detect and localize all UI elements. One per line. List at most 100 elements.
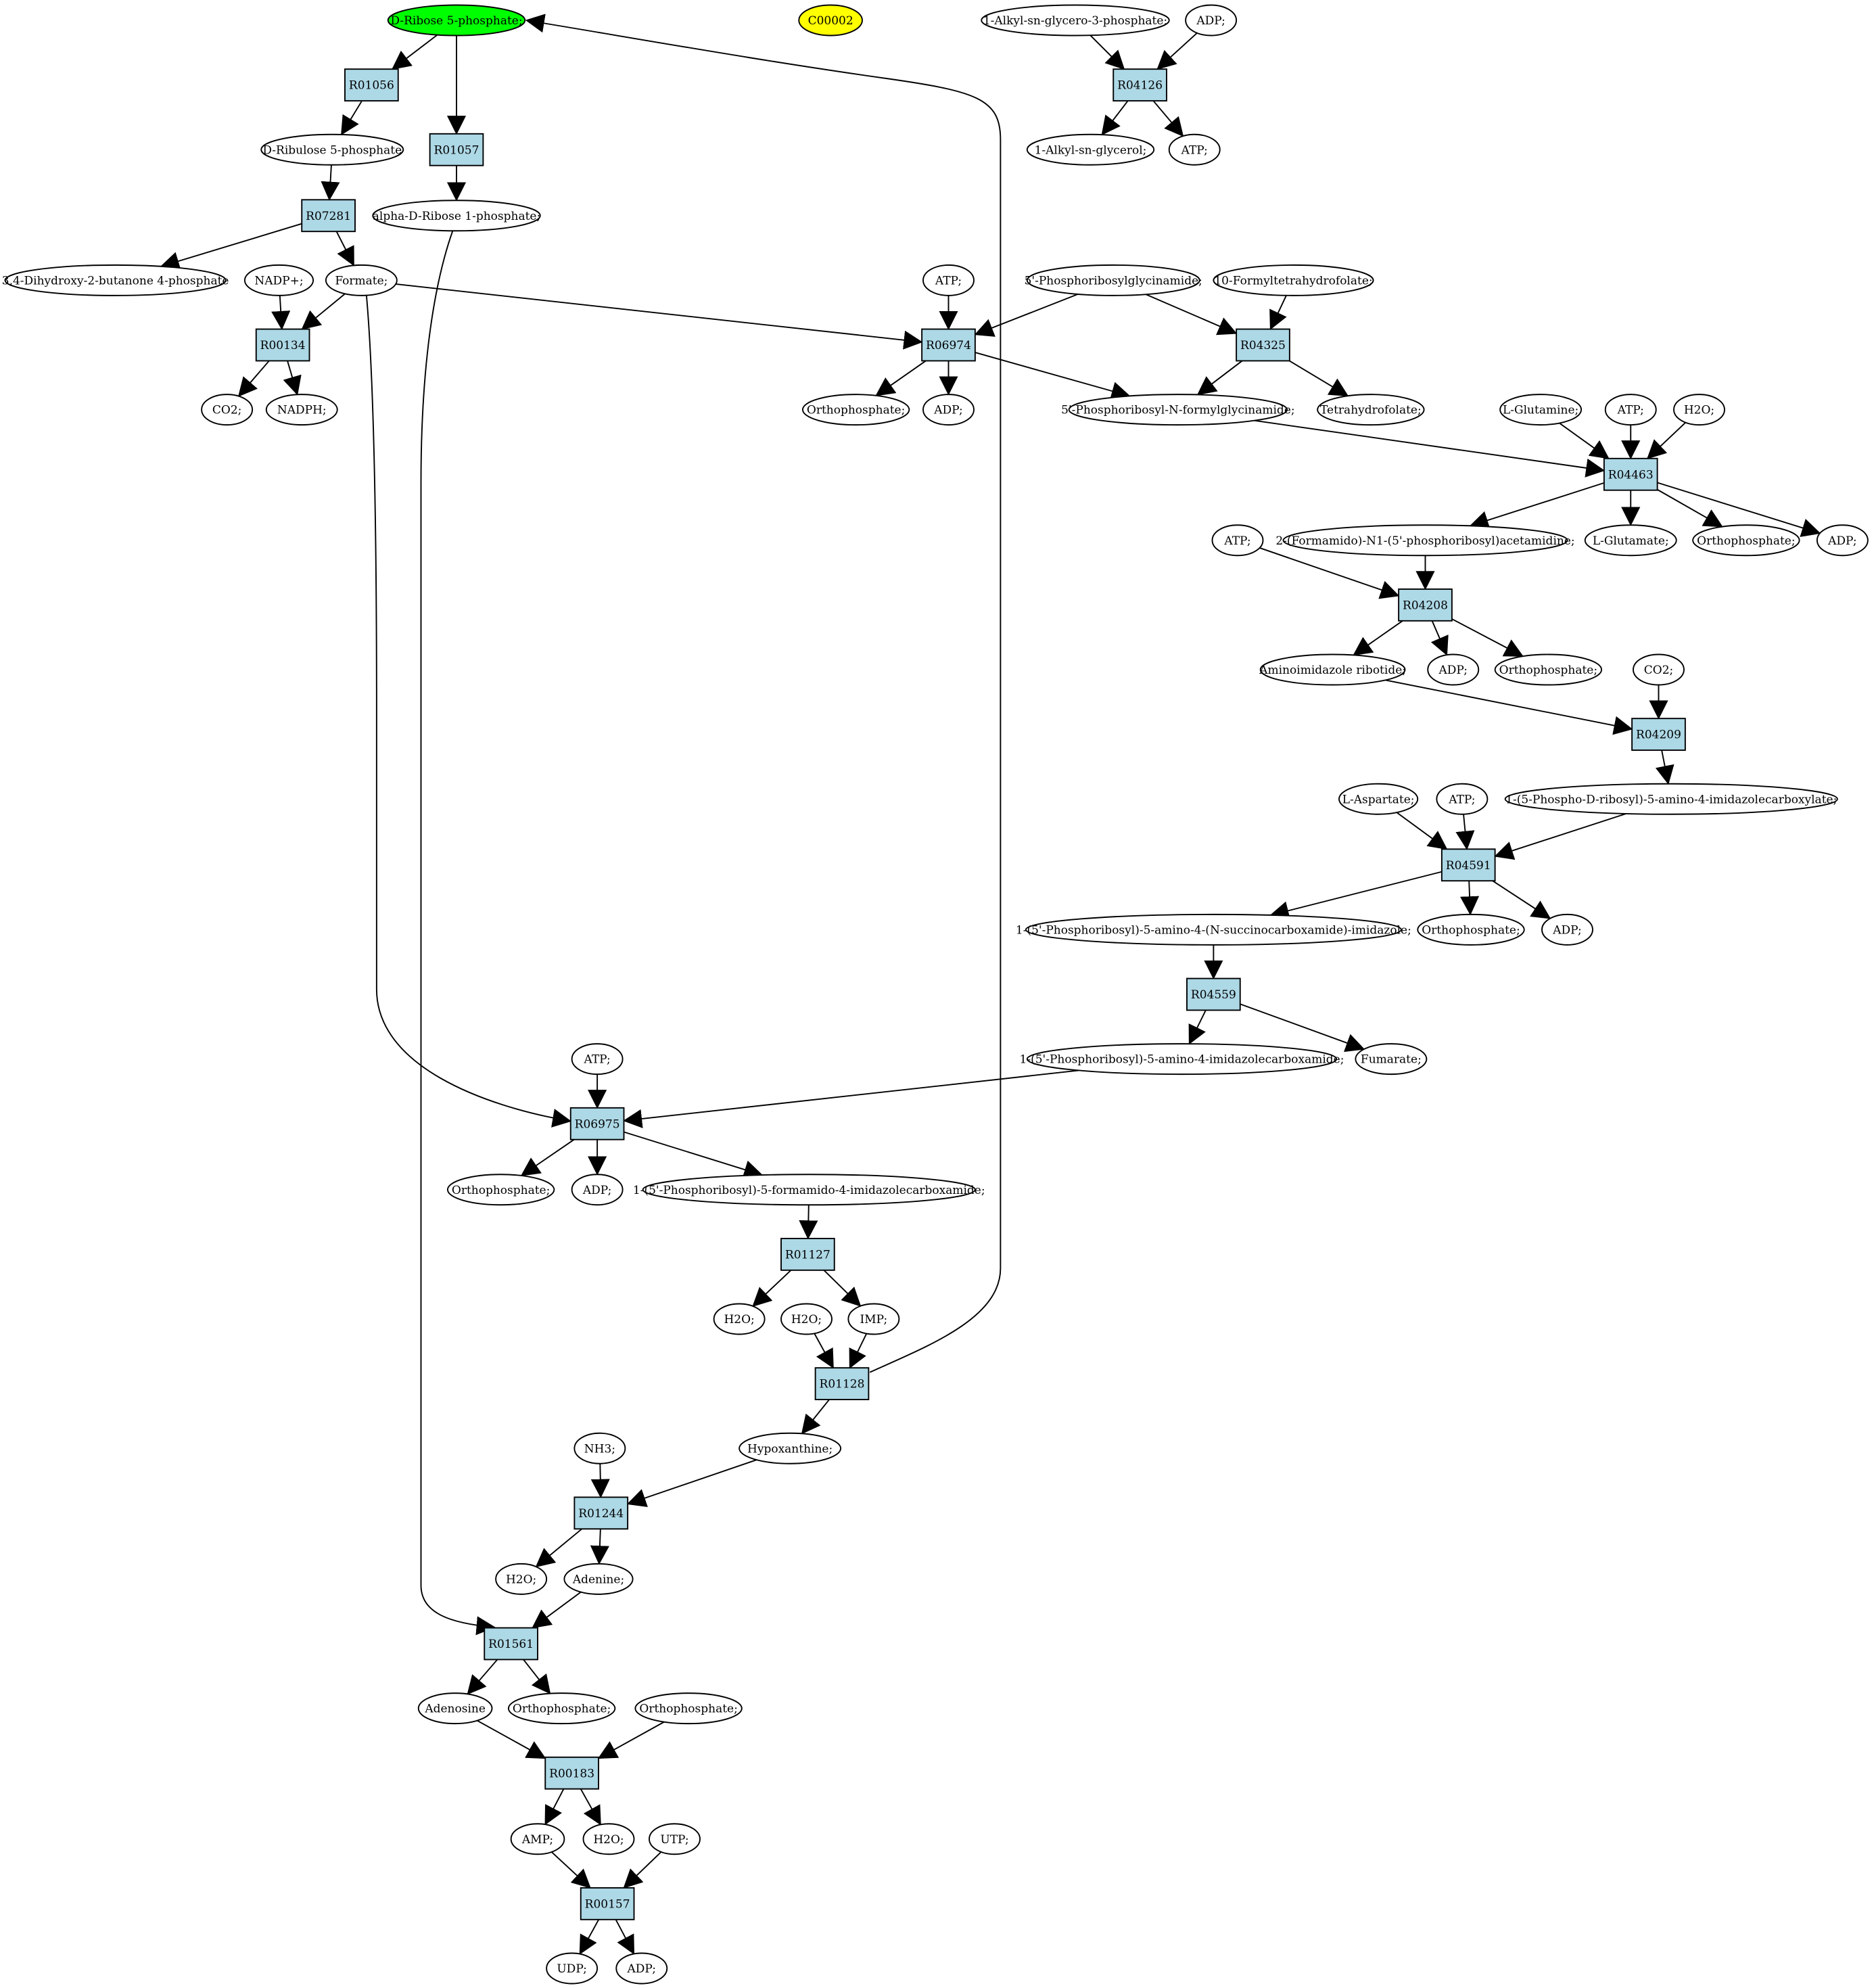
compound-node-c-atp-1[interactable]: ATP; <box>1168 133 1221 166</box>
compound-node-c-h2o-5[interactable]: H2O; <box>582 1823 635 1855</box>
compound-node-c-h2o-3[interactable]: H2O; <box>780 1303 833 1335</box>
compound-node-c-fgam[interactable]: 2-(Formamido)-N1-(5'-phosphoribosyl)acet… <box>1275 524 1575 557</box>
edge-r-R04463-to-c-fgam <box>1469 482 1605 530</box>
compound-node-c-nadph[interactable]: NADPH; <box>265 394 338 426</box>
node-label: NADP+; <box>254 274 303 287</box>
compound-node-c-alkylg[interactable]: 1-Alkyl-sn-glycerol; <box>1026 133 1155 166</box>
edge-c-rib5p-to-r-R01056 <box>392 34 438 70</box>
compound-node-c-adp-3[interactable]: ADP; <box>1816 524 1869 557</box>
edge-r-R04208-to-c-air <box>1353 620 1403 656</box>
compound-node-c-adenine[interactable]: Adenine; <box>563 1563 634 1595</box>
compound-node-c-adp-5[interactable]: ADP; <box>1541 913 1593 946</box>
compound-node-c-fgar[interactable]: 5'-Phosphoribosyl-N-formylglycinamide; <box>1061 394 1295 426</box>
reaction-node-r-r01561[interactable]: R01561 <box>484 1627 538 1661</box>
reaction-node-r-r01056[interactable]: R01056 <box>344 68 399 102</box>
compound-node-c-nadp[interactable]: NADP+; <box>243 264 314 296</box>
compound-node-c-air[interactable]: Aminoimidazole ribotide; <box>1259 653 1406 686</box>
compound-node-c-faicar[interactable]: 1-(5'-Phosphoribosyl)-5-formamido-4-imid… <box>633 1174 985 1206</box>
reaction-node-r-r04208[interactable]: R04208 <box>1398 588 1453 622</box>
compound-node-c-adp-2[interactable]: ADP; <box>922 394 975 426</box>
compound-node-c-adp-6[interactable]: ADP; <box>571 1174 624 1206</box>
compound-node-c-pi-3[interactable]: Orthophosphate; <box>1494 653 1603 686</box>
compound-node-c-atp-3[interactable]: ATP; <box>1604 394 1657 426</box>
compound-node-c-asp[interactable]: L-Aspartate; <box>1338 783 1419 815</box>
compound-node-c-arib1p[interactable]: alpha-D-Ribose 1-phosphate; <box>372 200 541 232</box>
compound-node-c-gln[interactable]: L-Glutamine; <box>1499 394 1583 426</box>
compound-node-c-h2o-1[interactable]: H2O; <box>1673 394 1725 426</box>
edge-r-R00134-to-c-nadph <box>283 361 302 396</box>
compound-node-c-amp[interactable]: AMP; <box>510 1823 565 1855</box>
compound-node-c-glu[interactable]: L-Glutamate; <box>1584 524 1677 557</box>
compound-node-c-adp-4[interactable]: ADP; <box>1427 653 1480 686</box>
compound-node-c-h2o-4[interactable]: H2O; <box>495 1563 548 1595</box>
compound-ellipse <box>649 1823 701 1855</box>
reaction-node-r-r00157[interactable]: R00157 <box>580 1887 635 1920</box>
node-label: R07281 <box>306 210 351 223</box>
reaction-node-r-r04325[interactable]: R04325 <box>1236 328 1290 362</box>
compound-node-c-pi-6[interactable]: Orthophosphate; <box>507 1692 616 1725</box>
compound-ellipse <box>1025 913 1402 946</box>
compound-node-c-pi-4[interactable]: Orthophosphate; <box>1417 913 1525 946</box>
compound-node-c-pi-5[interactable]: Orthophosphate; <box>446 1174 555 1206</box>
reaction-node-r-r04126[interactable]: R04126 <box>1112 68 1167 102</box>
edge-c-h2o-3-to-r-R01128 <box>814 1333 834 1369</box>
edge-r-R04208-to-c-adp-4 <box>1430 620 1449 656</box>
edge-c-pi-7-to-r-R00183 <box>597 1721 665 1759</box>
reaction-node-r-r06975[interactable]: R06975 <box>569 1107 625 1140</box>
compound-node-c-c00002[interactable]: C00002 <box>798 4 863 37</box>
compound-ellipse <box>1494 653 1603 686</box>
compound-node-c-atp-5[interactable]: ATP; <box>1436 783 1489 815</box>
reaction-node-r-r01128[interactable]: R01128 <box>814 1367 870 1401</box>
compound-node-c-dhbp[interactable]: 3,4-Dihydroxy-2-butanone 4-phosphate <box>2 264 229 296</box>
compound-node-c-prg[interactable]: 5'-Phosphoribosylglycinamide; <box>1025 264 1202 296</box>
node-label: L-Glutamine; <box>1503 404 1578 417</box>
compound-node-c-pi-2[interactable]: Orthophosphate; <box>1692 524 1800 557</box>
compound-node-c-pi-7[interactable]: Orthophosphate; <box>634 1692 743 1725</box>
compound-node-c-co2-2[interactable]: CO2; <box>1633 653 1685 686</box>
compound-node-c-imp[interactable]: IMP; <box>847 1303 900 1335</box>
reaction-node-r-r04209[interactable]: R04209 <box>1631 718 1686 752</box>
reaction-node-r-r04559[interactable]: R04559 <box>1186 977 1241 1011</box>
reaction-node-r-r00183[interactable]: R00183 <box>544 1756 599 1790</box>
compound-node-c-atp-6[interactable]: ATP; <box>571 1043 624 1076</box>
reaction-node-r-r00134[interactable]: R00134 <box>255 328 310 362</box>
compound-node-c-formate[interactable]: Formate; <box>325 264 398 296</box>
reaction-node-r-r04463[interactable]: R04463 <box>1603 457 1658 491</box>
compound-node-c-adp-7[interactable]: ADP; <box>615 1952 668 1985</box>
compound-node-c-hypox[interactable]: Hypoxanthine; <box>739 1432 842 1464</box>
compound-node-c-fumarate[interactable]: Fumarate; <box>1355 1043 1428 1076</box>
reaction-node-r-r01127[interactable]: R01127 <box>780 1237 835 1271</box>
compound-node-c-atp-4[interactable]: ATP; <box>1211 524 1264 557</box>
reaction-node-r-r01244[interactable]: R01244 <box>573 1496 629 1530</box>
node-label: R06975 <box>575 1117 620 1131</box>
compound-ellipse <box>1692 524 1800 557</box>
compound-node-c-udp[interactable]: UDP; <box>546 1952 599 1985</box>
node-label: R04126 <box>1117 79 1163 93</box>
compound-node-c-adenosine[interactable]: Adenosine <box>417 1692 493 1725</box>
reaction-node-r-r04591[interactable]: R04591 <box>1440 848 1496 882</box>
compound-node-c-saicar[interactable]: 1-(5'-Phosphoribosyl)-5-amino-4-(N-succi… <box>1016 913 1411 946</box>
compound-ellipse <box>1633 653 1685 686</box>
compound-node-c-aicar[interactable]: 1-(5'-Phosphoribosyl)-5-amino-4-imidazol… <box>1020 1043 1344 1076</box>
compound-ellipse <box>922 394 975 426</box>
node-label: UTP; <box>660 1833 688 1847</box>
compound-node-c-co2-1[interactable]: CO2; <box>201 394 254 426</box>
compound-ellipse <box>981 4 1170 37</box>
compound-node-c-10fthf[interactable]: 10-Formyltetrahydrofolate; <box>1213 264 1374 296</box>
compound-node-c-atp-2[interactable]: ATP; <box>922 264 975 296</box>
reaction-node-r-r07281[interactable]: R07281 <box>301 199 356 233</box>
compound-node-c-ribu5p[interactable]: D-Ribulose 5-phosphate <box>260 133 404 166</box>
compound-node-c-cair[interactable]: 1-(5-Phospho-D-ribosyl)-5-amino-4-imidaz… <box>1504 783 1838 815</box>
compound-node-c-alkylg3p[interactable]: 1-Alkyl-sn-glycero-3-phosphate; <box>981 4 1170 37</box>
compound-node-c-adp-1[interactable]: ADP; <box>1185 4 1238 37</box>
reaction-node-r-r01057[interactable]: R01057 <box>429 133 484 166</box>
compound-node-c-thf[interactable]: Tetrahydrofolate; <box>1317 394 1425 426</box>
node-label: R04559 <box>1191 988 1236 1002</box>
compound-ellipse <box>1355 1043 1428 1076</box>
compound-node-c-rib5p[interactable]: D-Ribose 5-phosphate; <box>387 4 526 37</box>
reaction-node-r-r06974[interactable]: R06974 <box>921 328 976 362</box>
compound-node-c-h2o-2[interactable]: H2O; <box>713 1303 766 1335</box>
compound-node-c-pi-1[interactable]: Orthophosphate; <box>801 394 910 426</box>
compound-node-c-utp[interactable]: UTP; <box>649 1823 701 1855</box>
compound-node-c-nh3[interactable]: NH3; <box>573 1432 626 1464</box>
